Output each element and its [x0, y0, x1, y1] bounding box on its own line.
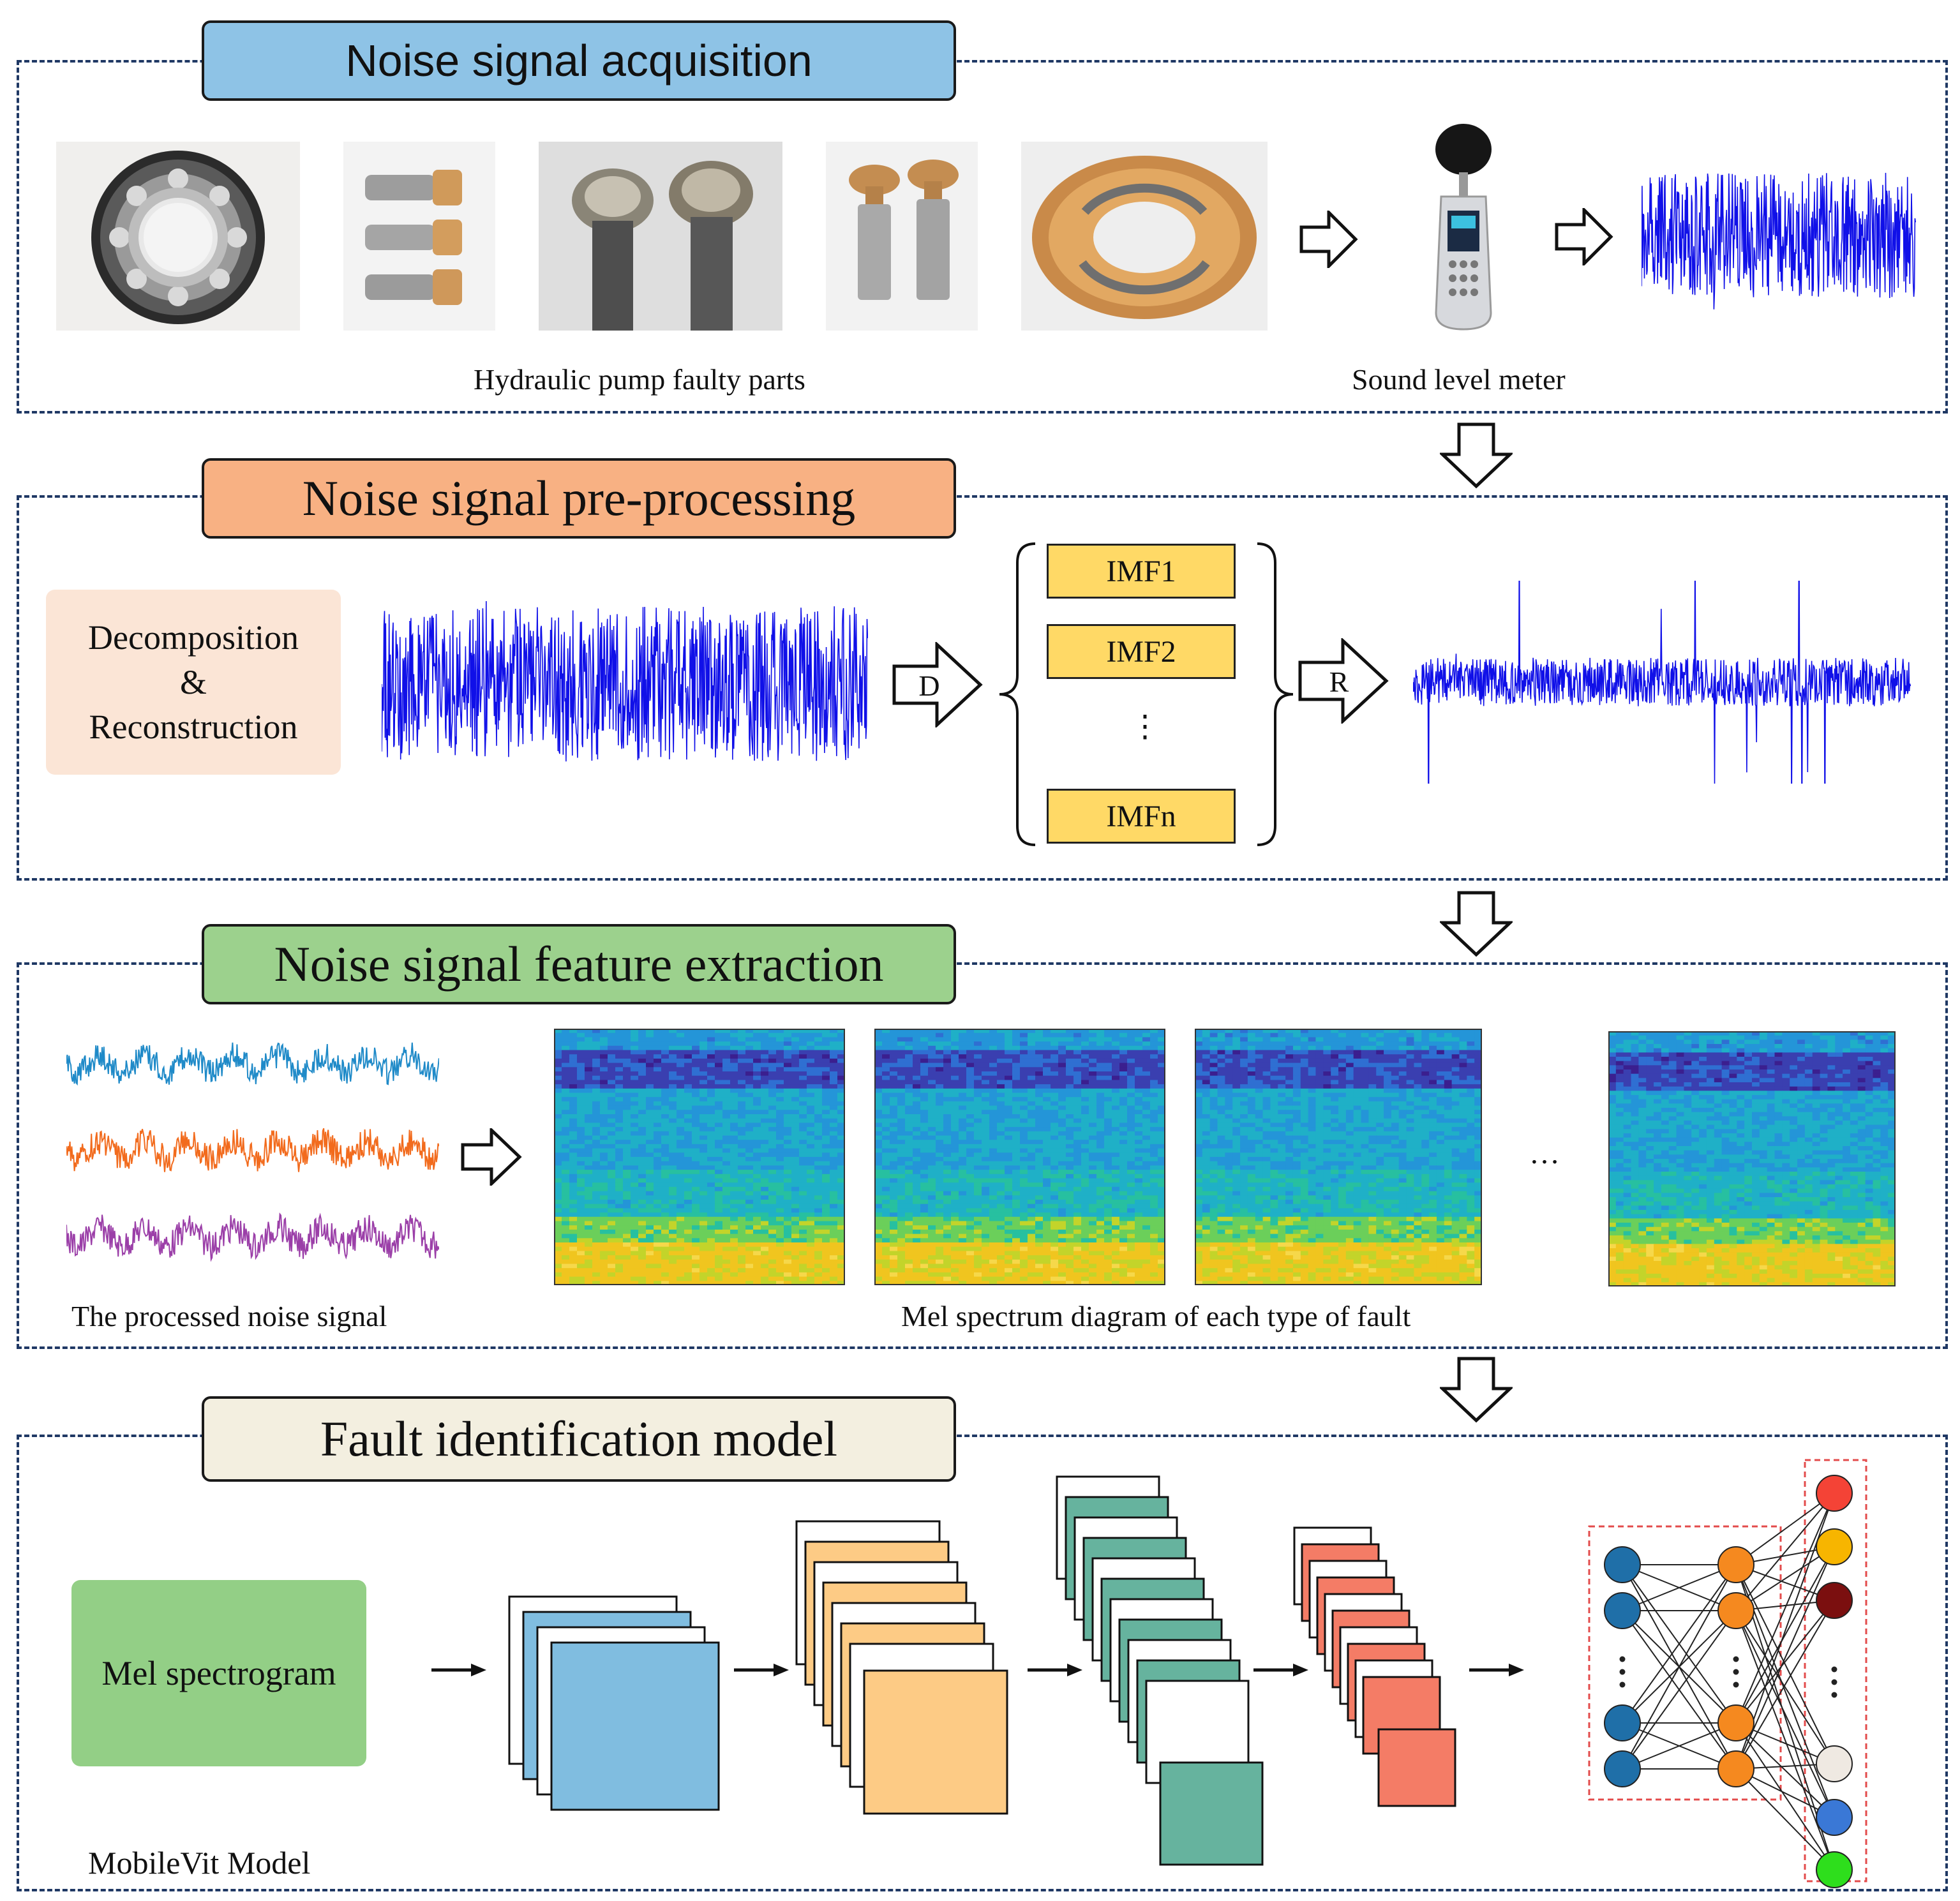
arrow-to-meter-icon — [1299, 211, 1358, 268]
decompose-arrow-icon: D — [892, 642, 983, 727]
piston-pair-photo — [826, 142, 978, 331]
processed-signal-purple — [66, 1212, 439, 1262]
feature-title-text: Noise signal feature extraction — [274, 936, 884, 992]
preprocessing-title: Noise signal pre-processing — [202, 458, 956, 539]
neural-network — [1588, 1459, 1867, 1888]
raw-noise-signal — [1642, 172, 1916, 309]
processed-signal-blue — [66, 1042, 439, 1086]
feature-section — [17, 962, 1948, 1349]
input-node-3 — [1604, 1704, 1641, 1741]
to-mel-arrow-icon — [461, 1128, 522, 1186]
method-label-ampersand: & — [179, 663, 207, 701]
hidden-node-3 — [1717, 1704, 1754, 1741]
imfn-box: IMFn — [1047, 789, 1236, 844]
flow-arrow-2-icon — [734, 1664, 789, 1676]
layer-ellipsis-dot — [1733, 1656, 1739, 1662]
preprocessing-section — [17, 495, 1948, 881]
output-node-4 — [1816, 1745, 1853, 1782]
flow-arrow-4-icon — [1253, 1664, 1308, 1676]
right-brace-icon — [1257, 542, 1294, 846]
pistons-photo — [343, 142, 495, 331]
mel-ellipsis: … — [1529, 1137, 1560, 1170]
output-node-5 — [1816, 1799, 1853, 1836]
bearing-photo — [56, 142, 300, 331]
imf-ellipsis: ⋮ — [1130, 710, 1160, 743]
meter-caption: Sound level meter — [1352, 363, 1566, 396]
model-section — [17, 1435, 1948, 1891]
mel-caption: Mel spectrum diagram of each type of fau… — [901, 1300, 1411, 1332]
noisy-signal — [382, 600, 868, 762]
model-title-text: Fault identification model — [320, 1411, 838, 1466]
imf1-label: IMF1 — [1106, 554, 1176, 588]
layer-ellipsis-dot — [1733, 1669, 1739, 1675]
down-arrow-1-icon — [1440, 422, 1513, 489]
decompose-label: D — [918, 669, 939, 702]
left-brace-icon — [999, 542, 1036, 846]
imf2-box: IMF2 — [1047, 624, 1236, 679]
layer-ellipsis-dot — [1619, 1669, 1626, 1675]
mel-spectrogram-2 — [874, 1029, 1165, 1285]
arrow-to-signal-icon — [1555, 208, 1613, 265]
hidden-node-1 — [1717, 1546, 1754, 1583]
model-caption: MobileVit Model — [88, 1845, 311, 1881]
hidden-node-4 — [1717, 1750, 1754, 1787]
mel-spectrogram-4 — [1608, 1031, 1896, 1286]
output-node-1 — [1816, 1475, 1853, 1512]
feature-stack-red — [1293, 1526, 1456, 1807]
sound-level-meter-photo — [1422, 121, 1505, 333]
flow-arrow-3-icon — [1028, 1664, 1082, 1676]
layer-ellipsis-dot — [1733, 1681, 1739, 1688]
layer-ellipsis-dot — [1831, 1679, 1837, 1685]
imf1-box: IMF1 — [1047, 544, 1236, 599]
mel-input-label: Mel spectrogram — [101, 1654, 336, 1692]
layer-ellipsis-dot — [1831, 1692, 1837, 1698]
mel-spectrogram-3 — [1195, 1029, 1482, 1285]
reconstruct-arrow-icon: R — [1298, 638, 1389, 724]
feature-stack-blue — [508, 1595, 720, 1811]
output-node-3 — [1816, 1582, 1853, 1619]
input-node-2 — [1604, 1592, 1641, 1629]
layer-ellipsis-dot — [1831, 1666, 1837, 1673]
method-label-reconstruction: Reconstruction — [89, 708, 298, 746]
valve-plate-photo — [1021, 142, 1268, 331]
acquisition-title-text: Noise signal acquisition — [345, 36, 812, 86]
slipper-pair-photo — [539, 142, 782, 331]
parts-caption: Hydraulic pump faulty parts — [474, 363, 805, 396]
signal-caption: The processed noise signal — [71, 1300, 387, 1332]
output-node-6 — [1816, 1851, 1853, 1888]
imf2-label: IMF2 — [1106, 634, 1176, 669]
reconstructed-signal — [1413, 581, 1911, 784]
feature-title: Noise signal feature extraction — [202, 924, 956, 1004]
method-label-decomposition: Decomposition — [88, 618, 299, 657]
input-node-1 — [1604, 1546, 1641, 1583]
down-arrow-2-icon — [1440, 891, 1513, 957]
flow-arrow-1-icon — [431, 1664, 486, 1676]
method-box: Decomposition & Reconstruction — [46, 590, 341, 775]
acquisition-title: Noise signal acquisition — [202, 20, 956, 101]
layer-ellipsis-dot — [1619, 1681, 1626, 1688]
processed-signal-orange — [66, 1128, 439, 1172]
preprocessing-title-text: Noise signal pre-processing — [302, 470, 856, 526]
flow-arrow-5-icon — [1469, 1664, 1524, 1676]
hidden-node-2 — [1717, 1592, 1754, 1629]
down-arrow-3-icon — [1440, 1357, 1513, 1423]
acquisition-section — [17, 60, 1948, 414]
output-node-2 — [1816, 1528, 1853, 1565]
imfn-label: IMFn — [1106, 799, 1176, 833]
model-title: Fault identification model — [202, 1396, 956, 1482]
feature-stack-green — [1056, 1475, 1264, 1866]
input-node-4 — [1604, 1750, 1641, 1787]
mel-spectrogram-1 — [554, 1029, 845, 1285]
layer-ellipsis-dot — [1619, 1656, 1626, 1662]
mel-input-box: Mel spectrogram — [71, 1580, 366, 1766]
feature-stack-orange — [795, 1520, 1008, 1815]
reconstruct-label: R — [1329, 666, 1349, 698]
